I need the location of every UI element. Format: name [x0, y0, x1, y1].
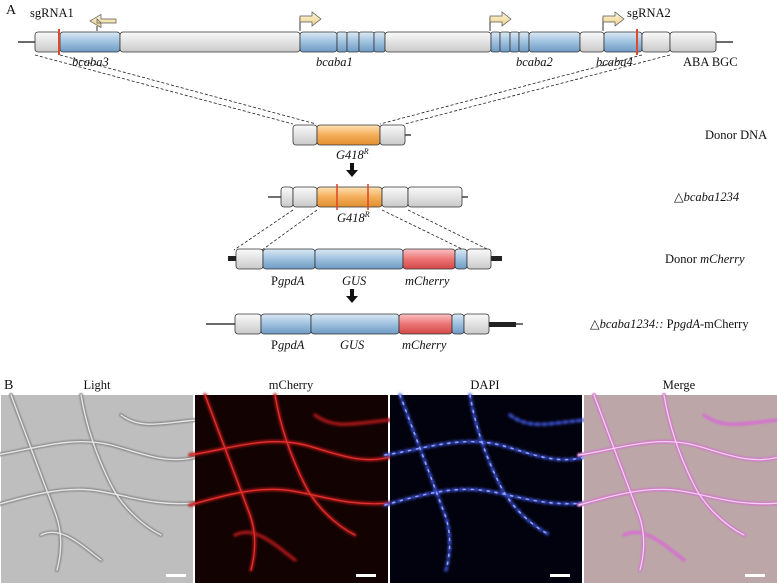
panel-b-label: B [4, 378, 13, 393]
image-title-dapi: DAPI [470, 378, 499, 392]
sgrna1-label: sgRNA1 [30, 6, 74, 20]
gene-bcaba2-block [490, 31, 501, 53]
down-arrow-icon [346, 289, 358, 303]
gene-label-bcaba1: bcaba1 [316, 55, 353, 69]
arrow-right-icon [489, 11, 512, 31]
down-arrow-icon [346, 163, 358, 177]
promoter-label-2: PgpdA [271, 338, 305, 352]
hyphae-mcherry [188, 393, 392, 572]
gene-label-bcaba2: bcaba2 [516, 55, 553, 69]
scale-bar [745, 574, 765, 577]
mcherry-gene-label-2: mCherry [402, 338, 447, 352]
donor-dna-label: Donor DNA [705, 128, 767, 142]
gus-label-2: GUS [340, 338, 365, 352]
gus-label: GUS [342, 274, 367, 288]
scale-bar [356, 574, 376, 577]
light-micrograph [0, 393, 198, 583]
aba-bgc-cluster [18, 29, 733, 55]
donor-mcherry-construct [228, 248, 502, 270]
sgrna2-label: sgRNA2 [627, 6, 671, 20]
homology-lines-2 [233, 209, 490, 251]
promoter-label: PgpdA [271, 274, 305, 288]
gene-bcaba1-block [299, 31, 338, 53]
g418-label-2: G418R [337, 210, 370, 225]
final-construct [206, 313, 523, 335]
mcherry-micrograph [188, 393, 392, 583]
transcription-arrows [89, 11, 625, 31]
dapi-micrograph [383, 393, 587, 583]
scale-bar [550, 574, 570, 577]
arrow-right-icon [299, 11, 322, 31]
homology-lines-1 [34, 54, 671, 125]
deletion-label: △bcaba1234 [674, 190, 739, 204]
mcherry-gene-label: mCherry [405, 274, 450, 288]
gene-label-bcaba4: bcaba4 [596, 55, 633, 69]
arrow-left-icon [89, 13, 117, 31]
image-title-light: Light [83, 378, 111, 392]
hyphae-merge [577, 393, 777, 572]
cluster-label: ABA BGC [683, 55, 738, 69]
deletion-construct [268, 184, 468, 210]
merge-micrograph [577, 393, 777, 583]
scale-bar [166, 574, 186, 577]
donor-mcherry-label: Donor mCherry [665, 252, 745, 266]
g418-label: G418R [336, 147, 369, 162]
hyphae-dapi [383, 393, 587, 572]
final-strain-label: △bcaba1234:: PpgdA-mCherry [590, 317, 749, 331]
image-title-merge: Merge [663, 378, 696, 392]
gene-label-bcaba3: bcaba3 [72, 55, 109, 69]
donor-dna-construct [292, 124, 411, 146]
panel-a-label: A [6, 3, 17, 18]
hyphae-light [0, 393, 198, 572]
arrow-right-icon [602, 11, 625, 31]
gene-bcaba3-block [59, 31, 121, 53]
image-title-mcherry: mCherry [269, 378, 314, 392]
